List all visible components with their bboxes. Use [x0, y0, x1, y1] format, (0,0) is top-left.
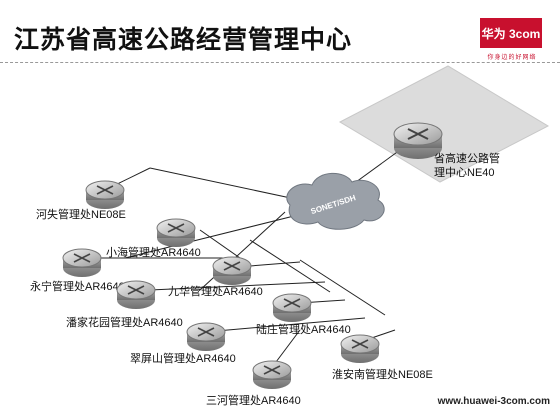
- core-platform: [338, 65, 550, 183]
- page-title: 江苏省高速公路经营管理中心: [14, 25, 353, 54]
- router-node: [156, 218, 196, 247]
- sonet-sdh-cloud: SONET/SDH: [286, 172, 385, 230]
- router-arrows-icon: [197, 327, 215, 337]
- router-node: [186, 322, 226, 351]
- router-node-label: 陆庄管理处AR4640: [256, 322, 351, 336]
- router-arrows-icon: [407, 128, 429, 140]
- router-arrows-icon: [351, 339, 369, 349]
- router-arrows-icon: [73, 253, 91, 263]
- router-node-label: 河失管理处NE08E: [36, 207, 126, 221]
- company-logo: 华为 3com: [480, 18, 542, 48]
- router-node-label: 九华管理处AR4640: [168, 284, 263, 298]
- router-arrows-icon: [263, 365, 281, 375]
- title-divider: [0, 62, 560, 63]
- core-router: [393, 122, 443, 159]
- router-node: [252, 360, 292, 389]
- router-node: [212, 256, 252, 285]
- router-node: [116, 280, 156, 309]
- router-node-label: 潘家花园管理处AR4640: [66, 315, 183, 329]
- router-node-label: 翠屏山管理处AR4640: [130, 351, 236, 365]
- router-node: [62, 248, 102, 277]
- router-node-label: 小海管理处AR4640: [106, 245, 201, 259]
- router-arrows-icon: [127, 285, 145, 295]
- router-node: [340, 334, 380, 363]
- router-arrows-icon: [96, 185, 114, 195]
- core-router-label-line1: 省高速公路管: [434, 151, 500, 165]
- router-node-label: 淮安南管理处NE08E: [332, 367, 433, 381]
- router-arrows-icon: [283, 298, 301, 308]
- core-router-label-line2: 理中心NE40: [434, 166, 495, 179]
- footer-url: www.huawei-3com.com: [437, 396, 550, 407]
- router-node-label: 三河管理处AR4640: [206, 393, 301, 407]
- logo-tagline: 你身边的好网络: [487, 55, 537, 61]
- router-arrows-icon: [167, 223, 185, 233]
- network-links: [100, 149, 401, 371]
- router-arrows-icon: [223, 261, 241, 271]
- router-node-label: 永宁管理处AR4640: [30, 279, 125, 293]
- router-node: [272, 293, 312, 322]
- router-node: [85, 180, 125, 209]
